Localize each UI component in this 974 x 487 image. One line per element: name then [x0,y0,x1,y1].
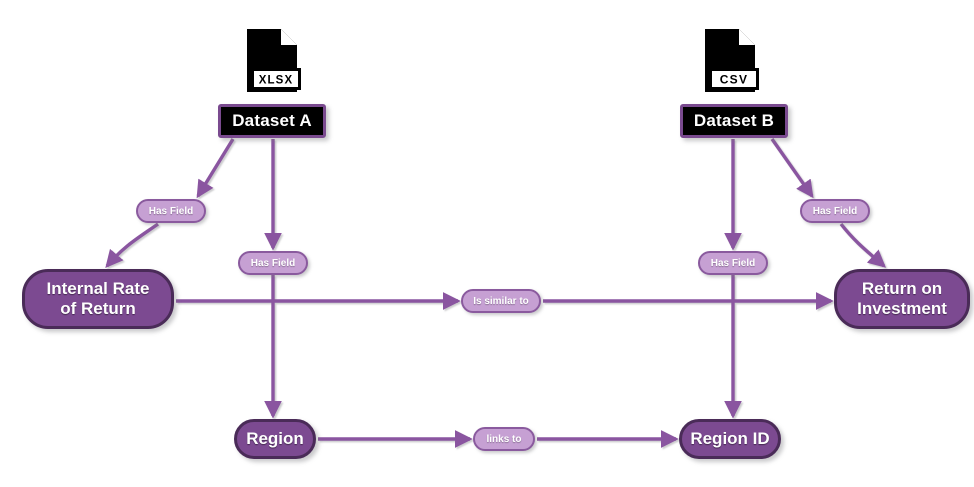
entity-node-label: Region [246,429,304,448]
edge-label-has-field-dataset-a-internal-rate[interactable]: Has Field [136,199,206,223]
xlsx-file-icon: XLSX [245,28,303,94]
edge-label-has-field-dataset-b-region-id[interactable]: Has Field [698,251,768,275]
edge-has-field-4-to-return-on-investment [839,222,886,268]
dataset-node-label: Dataset A [232,111,312,130]
edge-label-links-to[interactable]: links to [473,427,535,451]
entity-node-label-line-2: of Return [60,299,136,318]
dataset-node-dataset-b[interactable]: Dataset B [680,104,788,138]
entity-node-label-line-1: Internal Rate [46,279,150,298]
entity-node-region[interactable]: Region [234,419,316,459]
entity-node-internal-rate-of-return[interactable]: Internal Rate of Return [22,269,174,329]
dataset-node-dataset-a[interactable]: Dataset A [218,104,326,138]
edge-label-text: links to [486,433,522,445]
xlsx-file-icon-label: XLSX [259,75,293,87]
edge-label-text: Has Field [710,257,756,269]
edge-label-is-similar-to[interactable]: Is similar to [461,289,541,313]
entity-node-label-line-2: Investment [857,299,947,318]
entity-node-region-id[interactable]: Region ID [679,419,781,459]
edge-label-text: Has Field [250,257,296,269]
dataset-node-label: Dataset B [693,111,775,130]
entity-node-return-on-investment[interactable]: Return on Investment [834,269,970,329]
entity-node-label: Region ID [690,429,770,448]
edge-label-has-field-dataset-a-region[interactable]: Has Field [238,251,308,275]
edge-label-has-field-dataset-b-return-on-investment[interactable]: Has Field [800,199,870,223]
csv-file-icon: CSV [703,28,761,94]
edge-label-text: Has Field [812,205,858,217]
edge-has-field-1-to-internal-rate [105,222,159,269]
edge-dataset-a-to-has-field-1 [196,138,235,199]
edge-label-text: Is similar to [473,295,529,307]
csv-file-icon-label: CSV [720,73,749,87]
edge-label-text: Has Field [148,205,194,217]
edge-dataset-b-to-has-field-4 [770,138,814,199]
entity-node-label-line-1: Return on [861,279,943,298]
